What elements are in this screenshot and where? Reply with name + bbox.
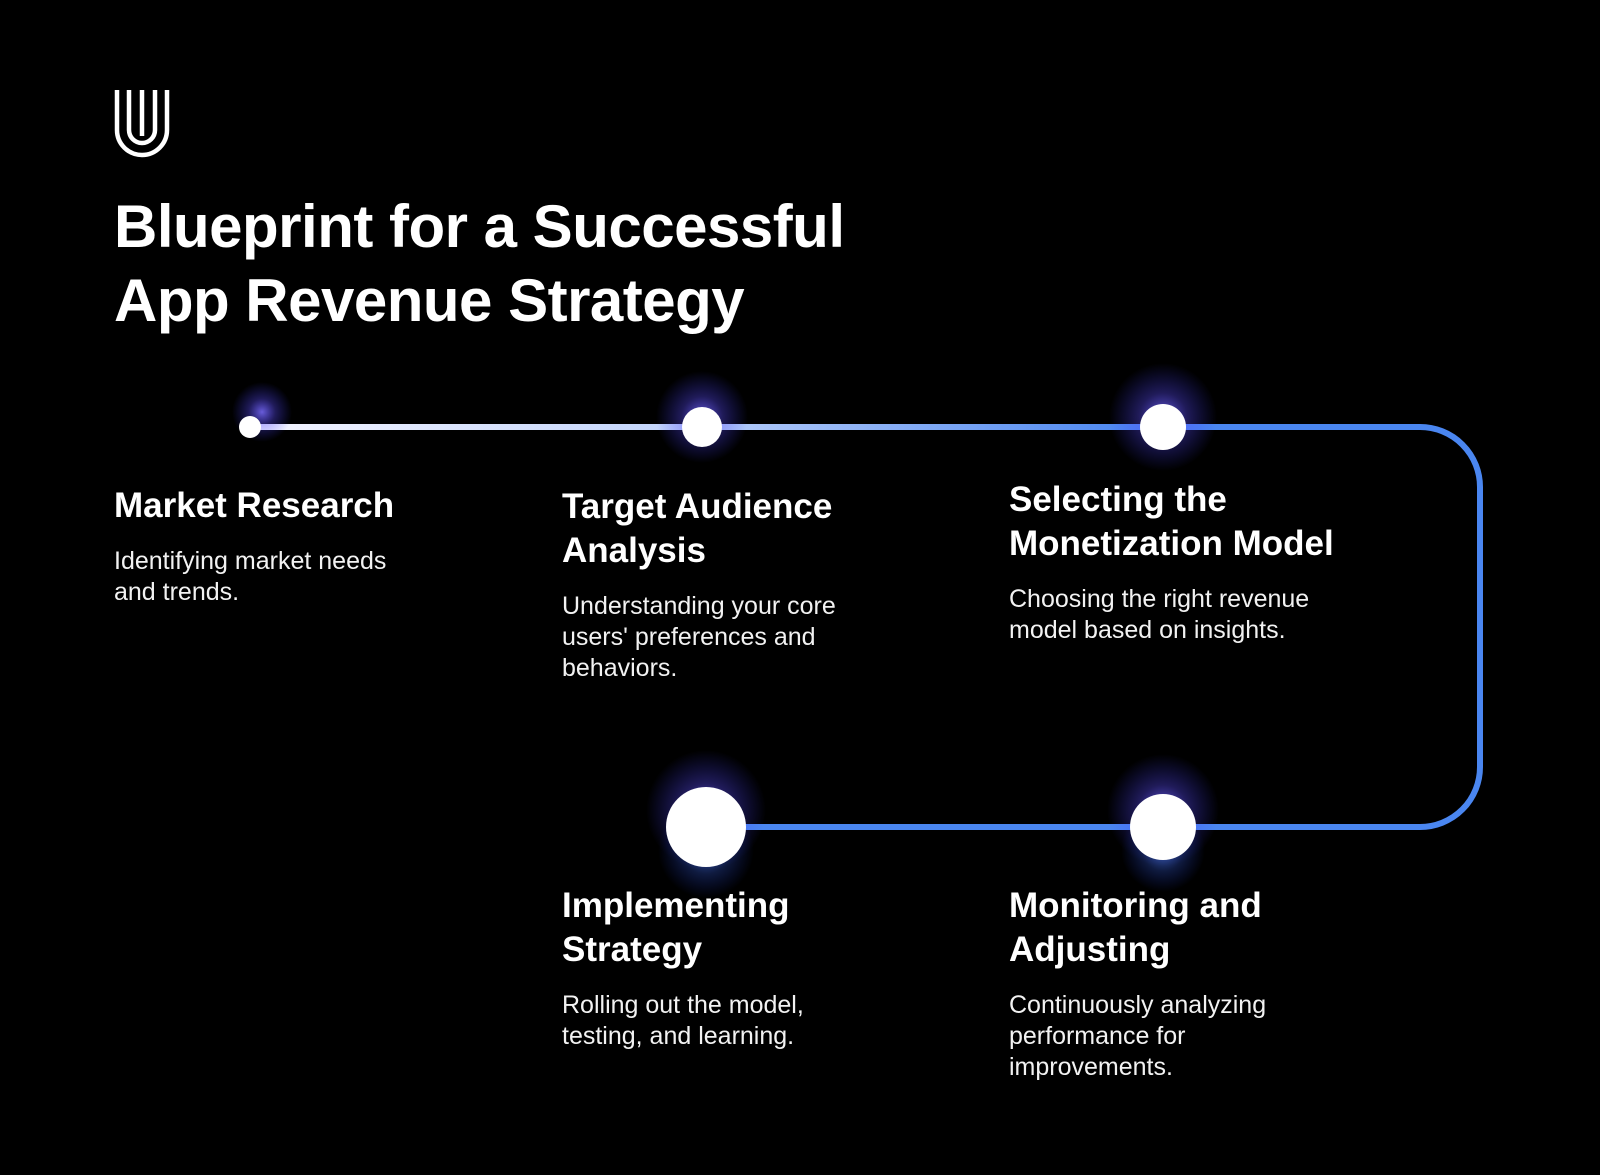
step-target-audience-analysis: Target Audience Analysis Understanding y… — [562, 485, 922, 684]
step-description: Understanding your core users' preferenc… — [562, 592, 836, 682]
step-title: Implementing Strategy — [562, 886, 790, 969]
step-description: Rolling out the model, testing, and lear… — [562, 991, 804, 1050]
step-node-3 — [1140, 404, 1186, 450]
step-node-2 — [682, 407, 722, 447]
step-node-4 — [666, 787, 746, 867]
u-logo-icon — [114, 90, 170, 158]
step-selecting-monetization-model: Selecting the Monetization Model Choosin… — [1009, 478, 1369, 646]
step-title: Target Audience Analysis — [562, 487, 833, 570]
step-title: Selecting the Monetization Model — [1009, 480, 1334, 563]
step-description: Choosing the right revenue model based o… — [1009, 585, 1310, 644]
flow-path-loop — [706, 424, 1483, 830]
step-description: Continuously analyzing performance for i… — [1009, 991, 1267, 1081]
page-title-line-1: Blueprint for a Successful — [114, 193, 845, 260]
step-market-research: Market Research Identifying market needs… — [114, 484, 474, 608]
step-implementing-strategy: Implementing Strategy Rolling out the mo… — [562, 884, 922, 1052]
step-monitoring-and-adjusting: Monitoring and Adjusting Continuously an… — [1009, 884, 1369, 1083]
step-node-1 — [239, 416, 261, 438]
page-title-line-2: App Revenue Strategy — [114, 267, 745, 334]
step-description: Identifying market needs and trends. — [114, 547, 387, 606]
step-node-5 — [1130, 794, 1196, 860]
step-title: Market Research — [114, 486, 395, 525]
page-title: Blueprint for a Successful App Revenue S… — [114, 190, 845, 338]
step-title: Monitoring and Adjusting — [1009, 886, 1262, 969]
